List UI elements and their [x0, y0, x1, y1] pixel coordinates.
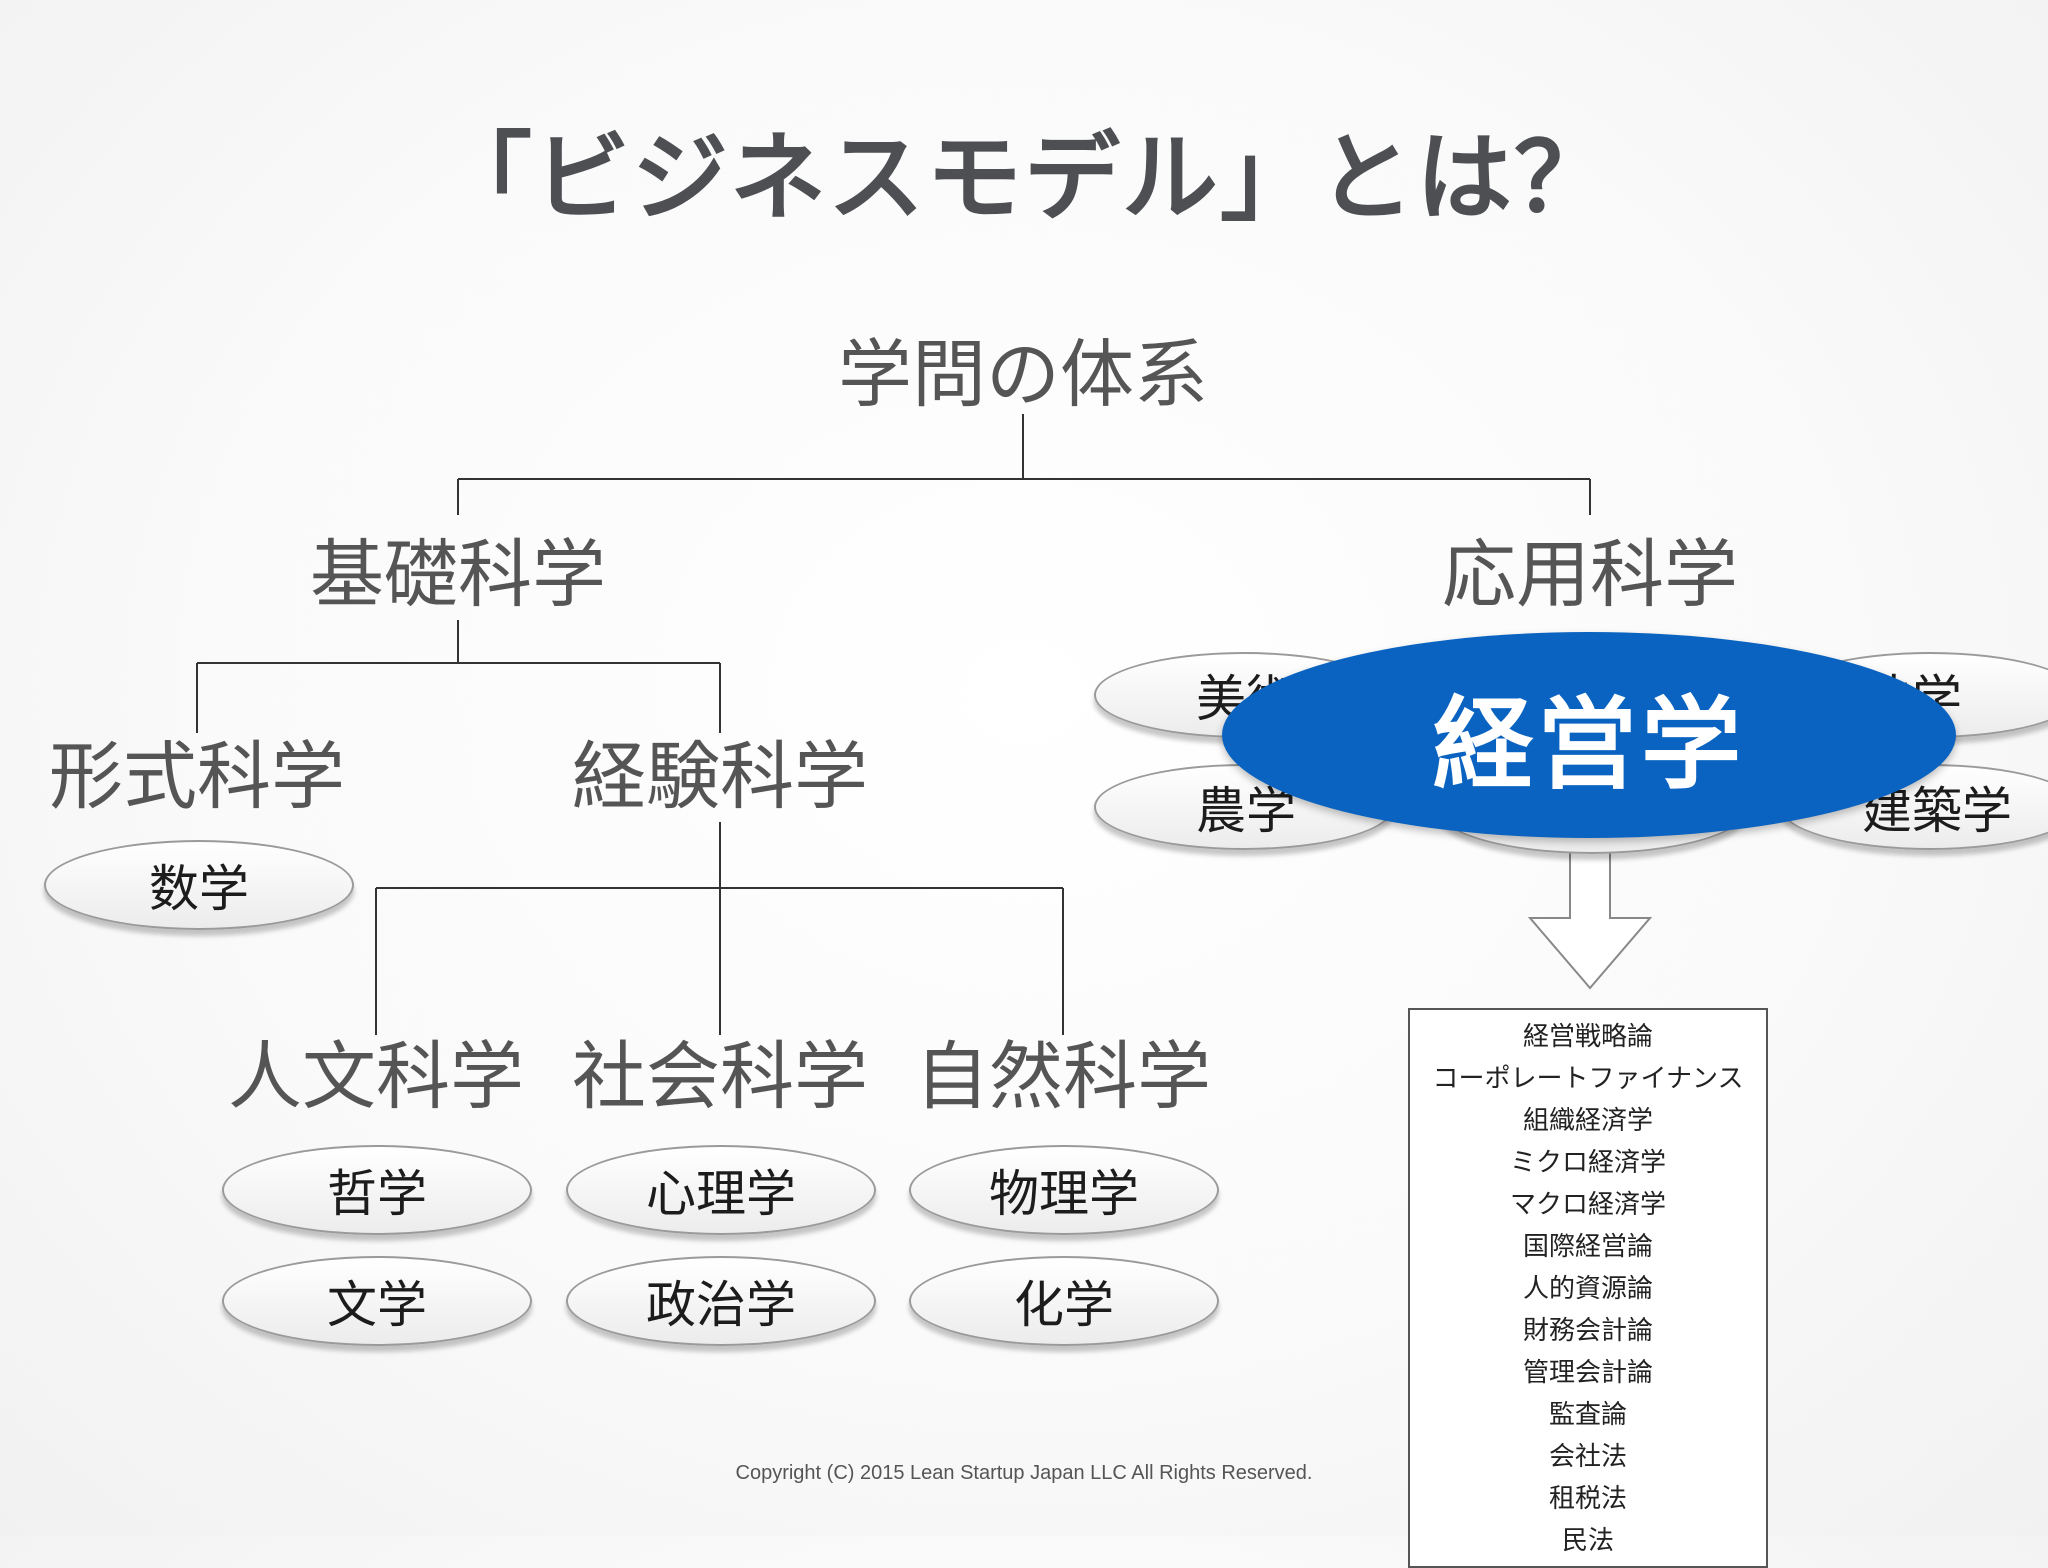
- tree-connectors: [196, 414, 1653, 1035]
- node-basic-science: 基礎科学: [310, 532, 606, 618]
- slide-title: 「ビジネスモデル」とは？: [436, 122, 1612, 234]
- list-item: 租税法: [1548, 1484, 1627, 1514]
- subject-physics: 物理学: [909, 1145, 1219, 1235]
- node-root: 学問の体系: [838, 332, 1208, 418]
- list-item: コーポレートファイナンス: [1432, 1064, 1744, 1094]
- node-social-science: 社会科学: [572, 1034, 868, 1120]
- course-list: 経営戦略論 コーポレートファイナンス 組織経済学 ミクロ経済学 マクロ経済学 国…: [1408, 1008, 1768, 1568]
- list-item: ミクロ経済学: [1509, 1148, 1666, 1178]
- list-item: 会社法: [1548, 1442, 1627, 1472]
- copyright-text: Copyright (C) 2015 Lean Startup Japan LL…: [735, 1462, 1313, 1484]
- list-item: 経営戦略論: [1522, 1022, 1653, 1052]
- subject-literature: 文学: [222, 1256, 532, 1346]
- list-item: 財務会計論: [1522, 1316, 1653, 1346]
- subject-philosophy: 哲学: [222, 1145, 532, 1235]
- list-item: 民法: [1561, 1526, 1614, 1556]
- subject-psychology: 心理学: [566, 1145, 876, 1235]
- node-applied-science: 応用科学: [1442, 532, 1738, 618]
- list-item: 人的資源論: [1522, 1274, 1653, 1304]
- subject-chemistry: 化学: [909, 1256, 1219, 1346]
- list-item: 国際経営論: [1522, 1232, 1653, 1262]
- list-item: マクロ経済学: [1509, 1190, 1666, 1220]
- node-formal-science: 形式科学: [49, 734, 345, 820]
- highlight-management: 経営学: [1222, 632, 1956, 838]
- list-item: 監査論: [1548, 1400, 1627, 1430]
- subject-politics: 政治学: [566, 1256, 876, 1346]
- subject-math: 数学: [44, 840, 354, 930]
- list-item: 組織経済学: [1522, 1106, 1653, 1136]
- list-item: 管理会計論: [1522, 1358, 1653, 1388]
- node-natural-science: 自然科学: [915, 1034, 1211, 1120]
- node-empirical-science: 経験科学: [572, 734, 868, 820]
- node-humanities: 人文科学: [228, 1034, 524, 1120]
